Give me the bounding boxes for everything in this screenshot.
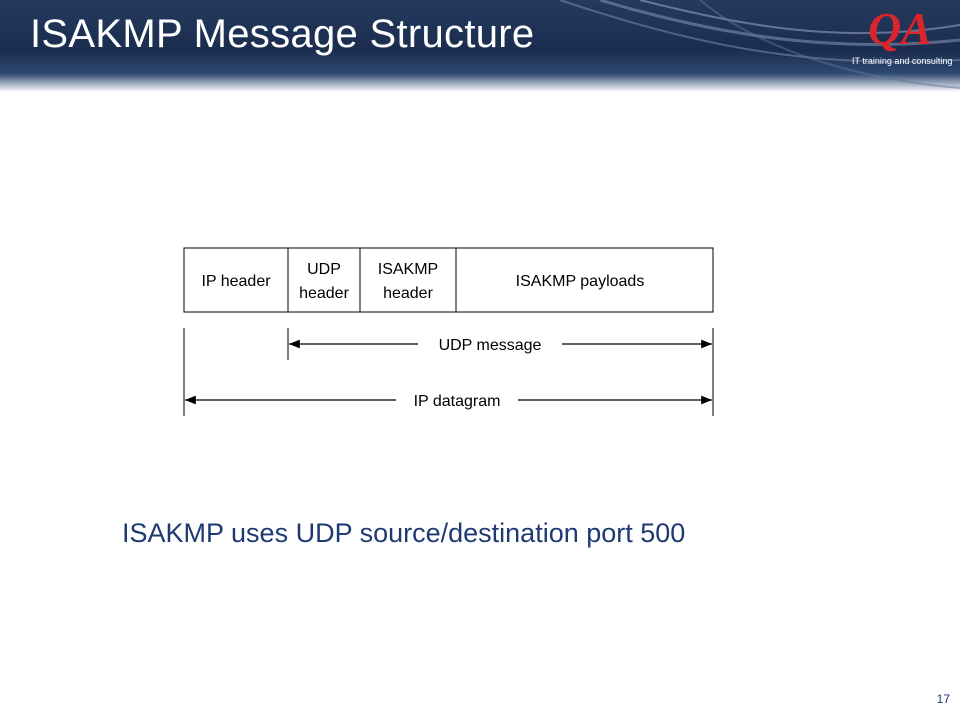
udp-header-field	[287, 247, 361, 313]
isakmp-header-label-line2: header	[383, 285, 433, 302]
udp-message-label: UDP message	[439, 337, 542, 354]
udp-header-label-line2: header	[299, 285, 349, 302]
page-number: 17	[936, 692, 950, 706]
qa-logo: QA IT training and consulting	[852, 4, 952, 74]
port-note: ISAKMP uses UDP source/destination port …	[122, 518, 686, 548]
ip-header-field	[183, 247, 289, 313]
isakmp-payloads-label: ISAKMP payloads	[516, 273, 645, 290]
banner-swirl-graphic	[559, 0, 960, 89]
ip-header-label: IP header	[201, 273, 271, 290]
udp-header-label-line1: UDP	[307, 261, 341, 278]
packet-fields	[183, 247, 714, 313]
slide-title: ISAKMP Message Structure	[30, 12, 535, 56]
title-banner: ISAKMP Message Structure QA IT training …	[0, 0, 960, 92]
qa-logo-tagline: IT training and consulting	[852, 56, 953, 66]
isakmp-payloads-field	[455, 247, 714, 313]
extension-lines	[183, 328, 714, 416]
qa-logo-letters: QA	[868, 4, 932, 52]
ip-datagram-label: IP datagram	[414, 393, 501, 410]
qa-logo-mark: QA	[868, 4, 932, 52]
isakmp-header-field	[359, 247, 457, 313]
isakmp-header-label-line1: ISAKMP	[378, 261, 438, 278]
